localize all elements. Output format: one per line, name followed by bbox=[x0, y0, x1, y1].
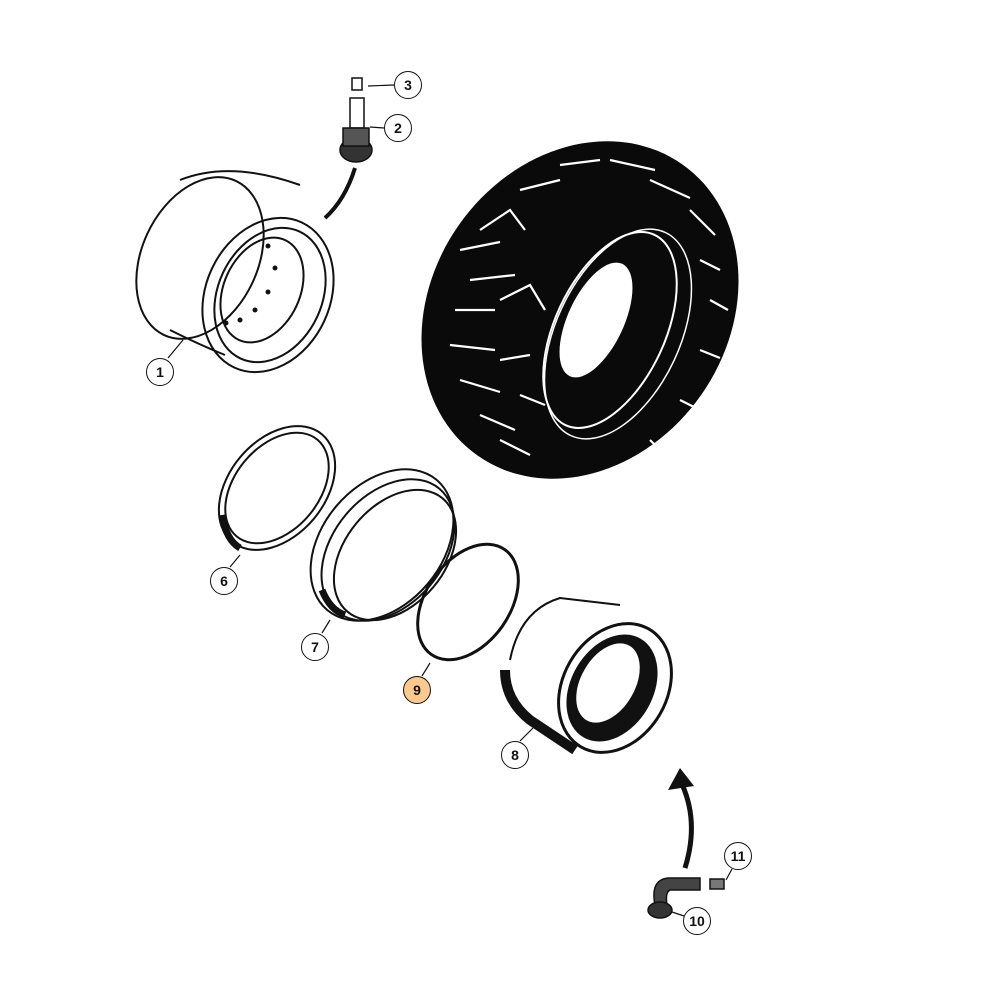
lock-ring bbox=[217, 425, 337, 552]
callout-11[interactable]: 11 bbox=[724, 842, 752, 870]
side-ring bbox=[309, 468, 458, 622]
callout-7[interactable]: 7 bbox=[301, 633, 329, 661]
callout-10[interactable]: 10 bbox=[683, 907, 711, 935]
elbow-valve bbox=[647, 877, 725, 919]
callout-8[interactable]: 8 bbox=[501, 741, 529, 769]
callout-6[interactable]: 6 bbox=[210, 567, 238, 595]
arrow-valve-to-rim bbox=[323, 167, 357, 220]
valve-stem bbox=[339, 77, 373, 163]
rim-base bbox=[500, 596, 673, 755]
arrow-elbow-to-rim bbox=[677, 778, 694, 869]
callout-3[interactable]: 3 bbox=[394, 71, 422, 99]
callout-1[interactable]: 1 bbox=[146, 358, 174, 386]
wheel-rim bbox=[135, 170, 335, 374]
arrow-head bbox=[668, 768, 694, 790]
callout-9-highlighted[interactable]: 9 bbox=[403, 676, 431, 704]
o-ring bbox=[416, 542, 520, 662]
leader-lines bbox=[167, 84, 733, 917]
callout-2[interactable]: 2 bbox=[384, 114, 412, 142]
tire bbox=[421, 141, 739, 479]
